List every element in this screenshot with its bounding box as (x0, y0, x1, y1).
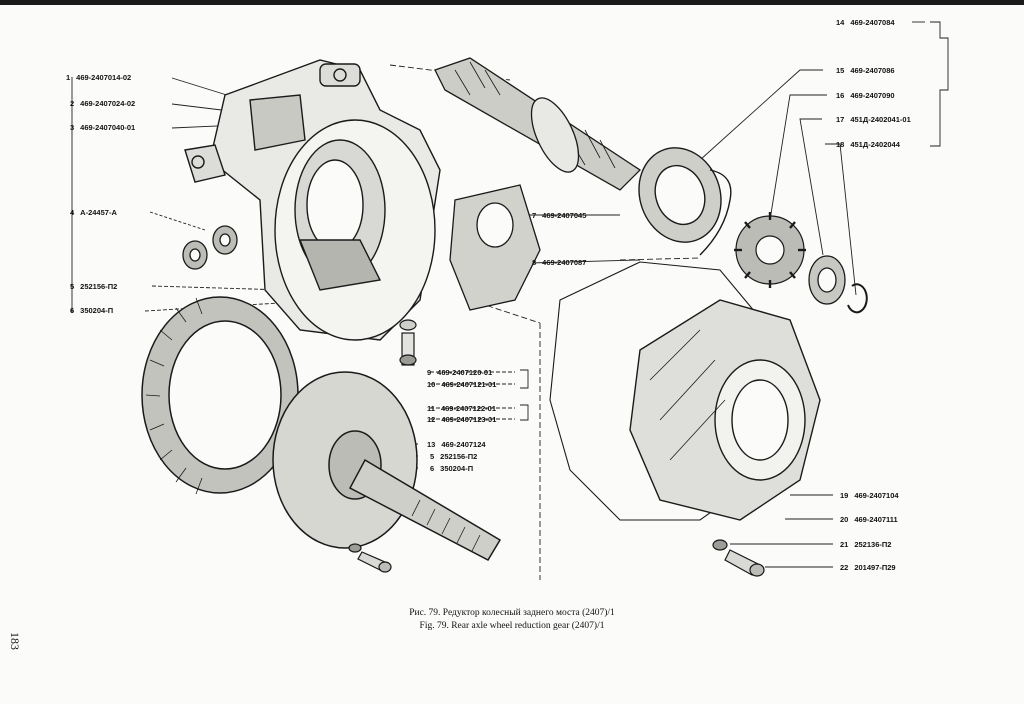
page-number: 183 (8, 632, 22, 650)
pinion-gear-part (734, 212, 806, 288)
scan-top-edge (0, 0, 1024, 5)
ball-bearing-part (808, 255, 846, 305)
flange-bolt-part (348, 543, 392, 573)
cover-bolt-part (712, 539, 765, 577)
bolt-part (399, 319, 417, 366)
caption-en: Fig. 79. Rear axle wheel reduction gear … (419, 621, 605, 631)
housing-part (184, 59, 441, 341)
input-shaft-part (434, 57, 642, 191)
cover-part (629, 299, 821, 521)
ring-bearing-part (638, 147, 732, 256)
caption-ru: Рис. 79. Редуктор колесный заднего моста… (409, 608, 615, 618)
bushing-part (182, 225, 238, 270)
hub-flange-part (272, 371, 502, 561)
ring-gear-part (141, 296, 299, 495)
support-bracket-part (449, 184, 541, 311)
snap-ring-part (847, 283, 868, 314)
